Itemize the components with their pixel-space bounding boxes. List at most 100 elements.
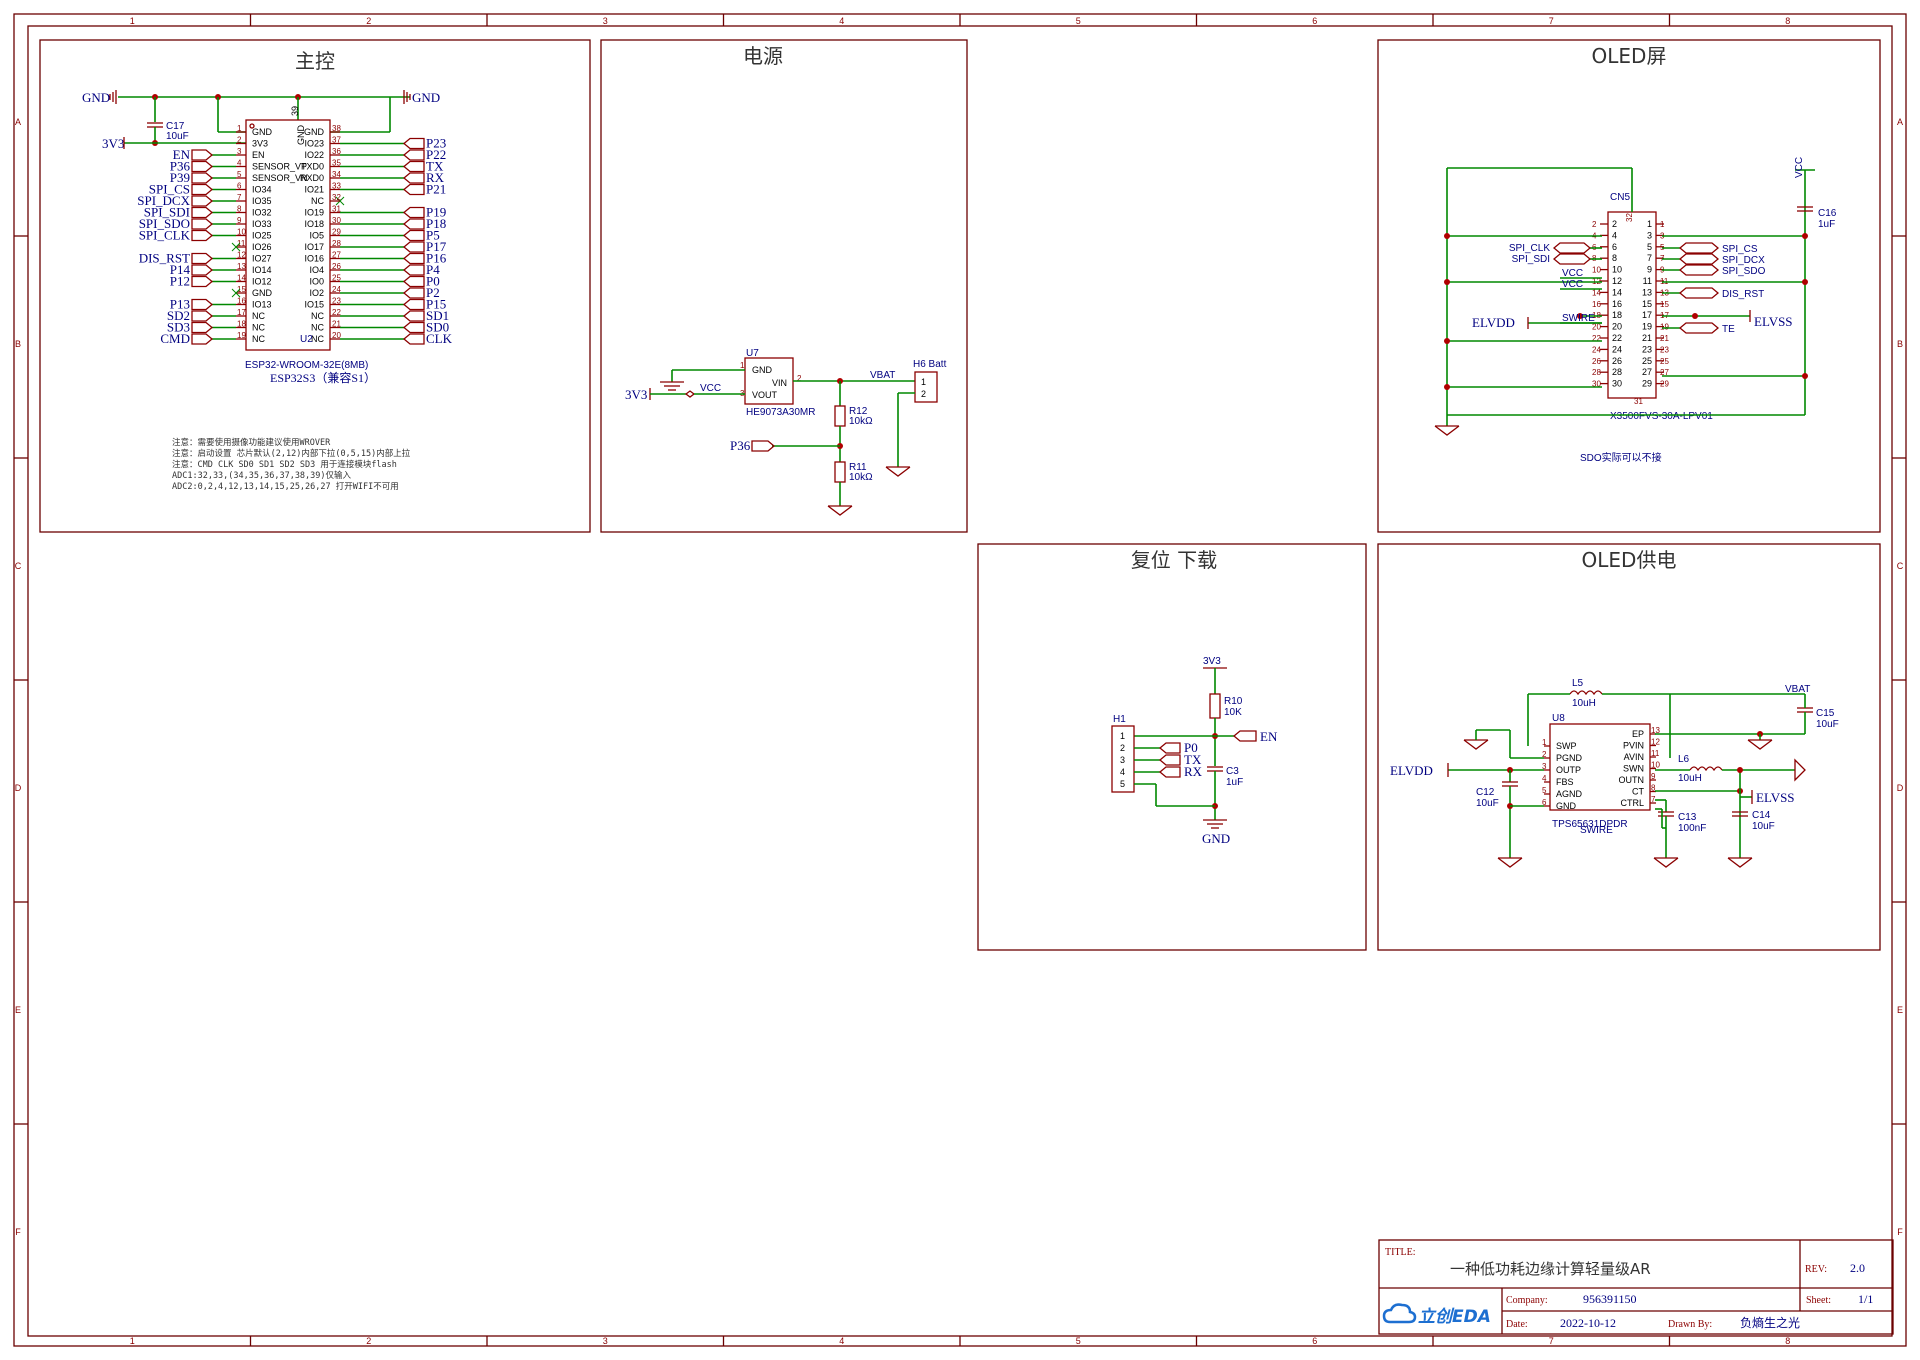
u8-right-pin-name: EP [1632,729,1644,739]
cn5-inner-left-num: 16 [1612,299,1622,309]
u2-left-pin-name: NC [252,311,265,321]
gnd-left-label: GND [82,90,110,105]
ruler-col-top: 1 [130,16,135,26]
u2-right-pin-num: 23 [332,297,341,306]
u2-left-pin-name: IO35 [252,196,272,206]
u2-left-pin-name: 3V3 [252,139,268,149]
u7-pin-vout: VOUT [752,390,778,400]
u2-right-pin-name: IO23 [304,139,324,149]
u2-left-pin-num: 3 [237,147,242,156]
cn5-inner-right-num: 17 [1642,310,1652,320]
ruler-row-right: F [1897,1227,1903,1237]
l6-inductor [1689,766,1723,772]
h6-pin-2: 2 [921,389,926,399]
ruler-col-bottom: 3 [603,1336,608,1346]
c15-val: 10uF [1816,719,1839,730]
cn5-inner-left-num: 6 [1612,242,1617,252]
h1-net-label: TX [1184,752,1202,767]
c15-ref: C15 [1816,708,1835,719]
u2-right-pin-name: NC [311,196,324,206]
ruler-col-bottom: 1 [130,1336,135,1346]
u2-right-pin-num: 33 [332,182,341,191]
u2-right-pin-name: GND [304,127,325,137]
title-block: TITLE: 一种低功耗边缘计算轻量级AR REV: 2.0 Company: … [1378,1239,1894,1335]
u2-right-net-label: P0 [426,274,440,289]
ruler-row-left: B [15,339,21,349]
section-power-title: 电源 [743,44,783,68]
cn5-inner-left-num: 14 [1612,287,1622,297]
u2-right-pin-name: IO5 [309,231,324,241]
u2-left-net-label: SPI_SDO [139,216,190,231]
u8-right-pin-num: 9 [1651,772,1656,781]
u8-right-pin-num: 7 [1651,795,1656,804]
r12-ref: R12 [849,406,868,417]
c13-ref: C13 [1678,812,1697,823]
cn5-outer-left-num: 28 [1592,368,1601,377]
u8-left-pin-name: PGND [1556,753,1583,763]
section-main: 主控 GND GND C17 10uF 3V3 39 GND GND13V32E… [39,39,591,533]
u2-module [245,119,331,351]
u2-right-net-label: P17 [426,239,447,254]
supply-elvss: ELVSS [1756,790,1795,805]
cn5-outer-right-num: 25 [1660,357,1669,366]
c12-ref: C12 [1476,787,1495,798]
u2-right-net-label: P23 [426,136,446,151]
cn5-top-pin: 32 [1625,213,1634,222]
module-sub: ESP32S3（兼容S1） [270,370,376,385]
cn5-outer-left-num: 22 [1592,334,1601,343]
u2-left-pin-name: EN [252,150,265,160]
cn5-ref: CN5 [1610,192,1630,203]
c16-ref: C16 [1818,208,1837,219]
cn5-inner-right-num: 1 [1647,219,1652,229]
ruler-col-top: 6 [1312,16,1317,26]
title-label: TITLE: [1385,1247,1416,1258]
h6-pin-1: 1 [921,377,926,387]
r10-val: 10K [1224,707,1242,718]
u2-left-net-label: DIS_RST [139,251,190,266]
h1-pin-num: 5 [1120,779,1125,789]
power-3v3-label: 3V3 [625,387,647,402]
logo-text: 立创EDA [1418,1307,1491,1327]
u2-right-net-label: P19 [426,205,446,220]
u2-right-net-label: SD0 [426,320,449,335]
section-power-frame [600,39,968,533]
h1-pin-num: 1 [1120,731,1125,741]
u8-right-pin-num: 8 [1651,784,1656,793]
u2-right-pin-name: IO17 [304,242,324,252]
rev-label: REV: [1805,1264,1827,1275]
reset-en: EN [1260,729,1278,744]
u2-right-pin-name: IO0 [309,277,324,287]
u8-right-pin-name: CT [1632,787,1644,797]
h1-header [1111,725,1135,793]
ruler-row-left: E [15,1005,21,1015]
cn5-outer-left-num: 24 [1592,345,1601,354]
r10 [1209,693,1221,719]
c14-val: 10uF [1752,821,1775,832]
u2-right-net-label: P4 [426,262,440,277]
cn5-outer-left-num: 16 [1592,300,1601,309]
u8-right-pin-name: PVIN [1623,741,1644,751]
h6-ref: H6 Batt [913,359,947,370]
u2-right-pin-num: 24 [332,285,341,294]
u2-right-pin-name: IO2 [309,288,324,298]
main-note-line: ADC2:0,2,4,12,13,14,15,25,26,27 打开WIFI不可… [172,481,399,492]
u2-right-net-label: TX [426,159,444,174]
u2-right-net-labels: P23P22TXRXP21P19P18P5P17P16P4P0P2P15SD1S… [340,136,453,346]
u2-left-pin-num: 9 [237,216,242,225]
u8-chip [1549,723,1651,811]
ruler-row-left: F [15,1227,21,1237]
u2-right-pin-name: IO22 [304,150,324,160]
u7-pin1-num: 1 [740,361,745,370]
u2-left-pin-name: GND [252,288,273,298]
r10-ref: R10 [1224,696,1243,707]
power-vcc-label: VCC [700,383,721,394]
u2-left-pin-num: 19 [237,331,246,340]
oled-right-net-label: DIS_RST [1722,289,1764,300]
u8-right-pin-name: AVIN [1624,752,1644,762]
ruler-col-bottom: 7 [1549,1336,1554,1346]
u2-right-pin-num: 26 [332,262,341,271]
u2-right-pin-num: 30 [332,216,341,225]
u2-right-pin-num: 21 [332,320,341,329]
